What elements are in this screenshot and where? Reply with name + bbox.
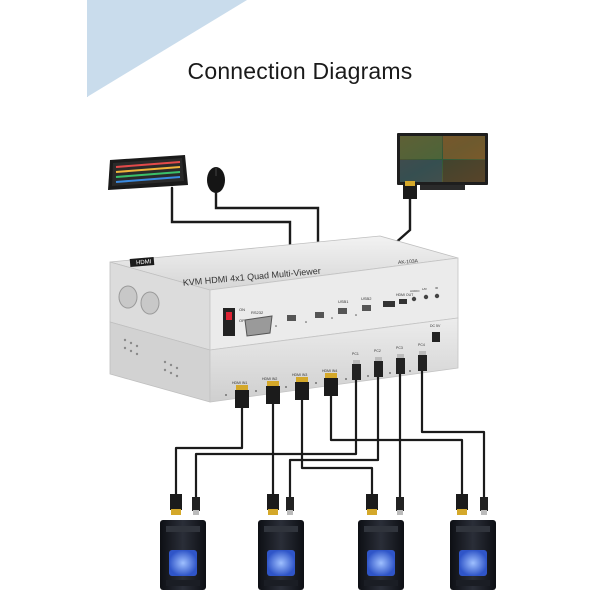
hdmi-out-port [383,301,395,307]
usb-port-mouse [315,312,324,318]
kvm-multiviewer-device: HDMI KVM HDMI 4x1 Quad Multi-Viewer AK-1… [109,235,459,403]
lr-label: L/R [422,287,428,291]
front-plugs [235,351,427,408]
keyboard-icon [108,155,188,190]
usb1-label: USB1 [338,299,349,304]
hdmi-plug-in4 [324,373,338,396]
brand-label: HDMI [136,259,152,266]
corner-banner [87,0,247,97]
usb-cable-pc1 [194,380,358,498]
hdmi-plug-in3 [295,377,309,400]
computer-icon [258,520,304,590]
hdmi-out-label: HDMI OUT [396,293,414,297]
page-title: Connection Diagrams [187,58,413,84]
brand-badge [129,256,155,268]
ir-label: IR [435,286,439,290]
usb-port-keyboard [287,315,296,321]
usb-cable-pc4 [420,371,486,498]
pc1-label: PC1 [352,352,359,356]
rs232-port [244,315,273,337]
usb2-port [362,305,371,311]
dc-power-port [432,332,440,342]
ir-jack [434,293,440,299]
usb-cable-pc2 [288,377,380,498]
pc-side-plugs [170,494,488,515]
switch-on-label: ON [239,307,245,312]
usb-plug-pc3 [396,354,405,374]
computer-icon [358,520,404,590]
device-code-label: AK-103A [398,258,419,266]
computer-icon [450,520,496,590]
hdmi-in1-label: HDMI IN1 [232,381,247,385]
hdmi-in2-label: HDMI IN2 [262,377,277,381]
lr-jack [423,294,429,300]
audio-jack [411,296,417,302]
monitor-icon [397,133,488,190]
pc2-label: PC2 [374,349,381,353]
computer-icon [160,520,206,590]
usb-plug-pc2 [374,357,383,377]
banner-edge [87,0,88,97]
audio-label: AUDIO [410,289,420,293]
pc4-label: PC4 [418,343,425,347]
hdmi-in3-label: HDMI IN3 [292,373,307,377]
fan-grille-icon [118,285,160,315]
hdmi-in4-label: HDMI IN4 [322,369,337,373]
usb-plug-pc4 [418,351,427,371]
usb2-label: USB2 [361,296,372,301]
hdmi-cable-pc3 [300,400,374,494]
vent-holes [123,338,179,378]
hdmi-cable-pc1 [174,408,244,494]
mouse-icon [207,167,225,193]
dc-label: DC 5V [430,324,441,328]
pc3-label: PC3 [396,346,403,350]
hdmi-plug-in2 [266,381,280,404]
usb1-port [338,308,347,314]
switch-off-label: OFF [239,318,248,323]
usb-plug-pc1 [352,360,361,380]
pc-cables [174,371,486,498]
hdmi-plug-in1 [235,385,249,408]
rs232-label: RS232 [251,310,264,315]
hdmi-cable-pc4 [329,396,464,494]
hdmi-plug-monitor-top [403,181,417,199]
